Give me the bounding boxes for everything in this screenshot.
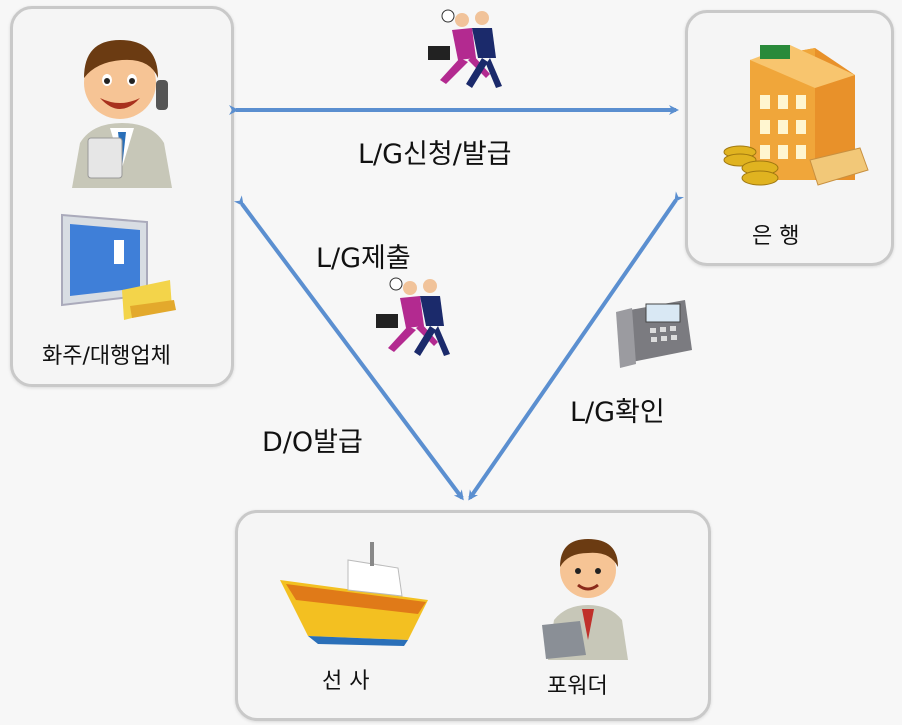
- arrow-bank-carrier: [468, 191, 685, 501]
- shipper-label: 화주/대행업체: [42, 344, 171, 369]
- businessman-phone-icon: [72, 40, 172, 188]
- lg-submit-label: L/G제출: [316, 243, 411, 274]
- businessman-laptop-icon: [542, 539, 628, 660]
- bank-building-icon: [723, 45, 869, 186]
- arrow-shipper-carrier: [233, 195, 464, 501]
- running-people-icon: [428, 9, 502, 88]
- cargo-ship-icon: [280, 542, 428, 646]
- lg-apply-issue-label: L/G신청/발급: [358, 139, 512, 170]
- carrier-label: 선 사: [322, 669, 370, 694]
- forwarder-label: 포워더: [547, 674, 608, 699]
- computer-monitor-icon: [61, 213, 176, 320]
- running-people-icon: [376, 277, 450, 356]
- office-phone-icon: [616, 300, 692, 368]
- lg-confirm-label: L/G확인: [570, 397, 665, 428]
- bank-label: 은 행: [752, 224, 800, 249]
- do-issue-label: D/O발급: [262, 427, 363, 458]
